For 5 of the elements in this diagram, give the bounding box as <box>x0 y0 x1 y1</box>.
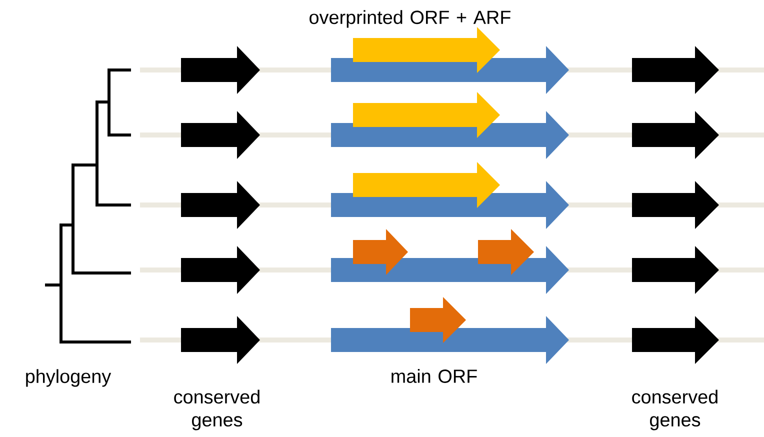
label: conserved genes <box>632 390 718 430</box>
label: overprinted ORF + ARF <box>310 10 510 28</box>
label: phylogeny <box>26 369 112 387</box>
label: conserved genes <box>174 390 260 430</box>
label: main ORF <box>392 369 477 383</box>
